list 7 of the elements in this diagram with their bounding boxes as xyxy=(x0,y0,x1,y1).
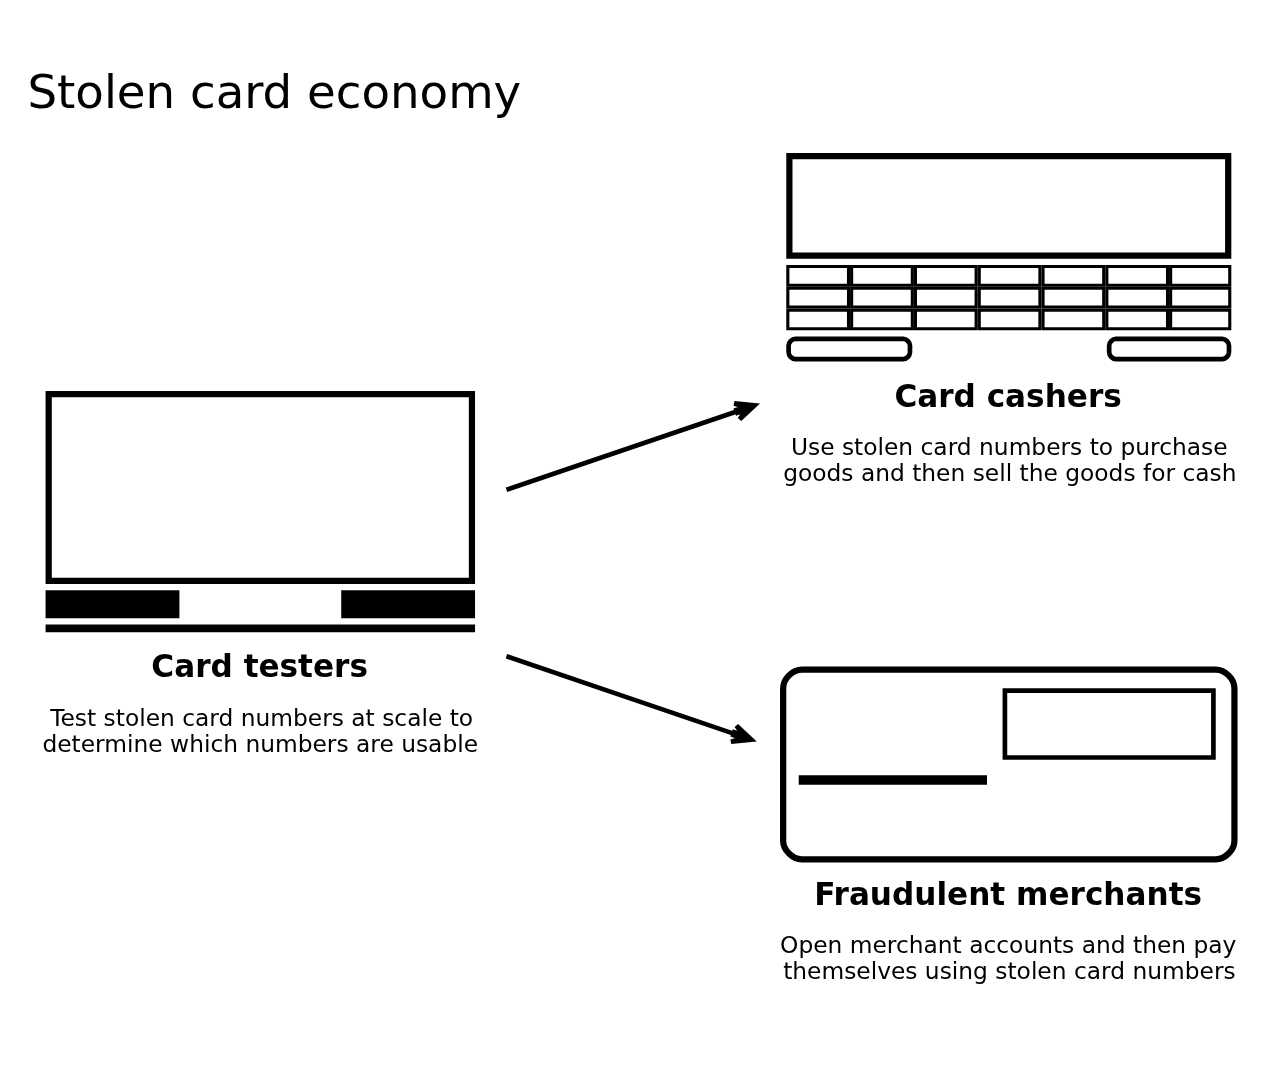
node-label: Use stolen card numbers to purchase goods and then sell the goods for cash xyxy=(783,432,1237,488)
diagram-title: Stolen card economy xyxy=(27,64,522,119)
node-label: Fraudulent merchants xyxy=(814,875,1203,912)
node-label: Card cashers xyxy=(894,377,1122,414)
node-label: Card testers xyxy=(151,648,368,685)
node-label: Test stolen card numbers at scale to determine which numbers are usable xyxy=(42,703,479,759)
node-label: Open merchant accounts and then pay themselves using stolen card numbers xyxy=(780,930,1237,986)
